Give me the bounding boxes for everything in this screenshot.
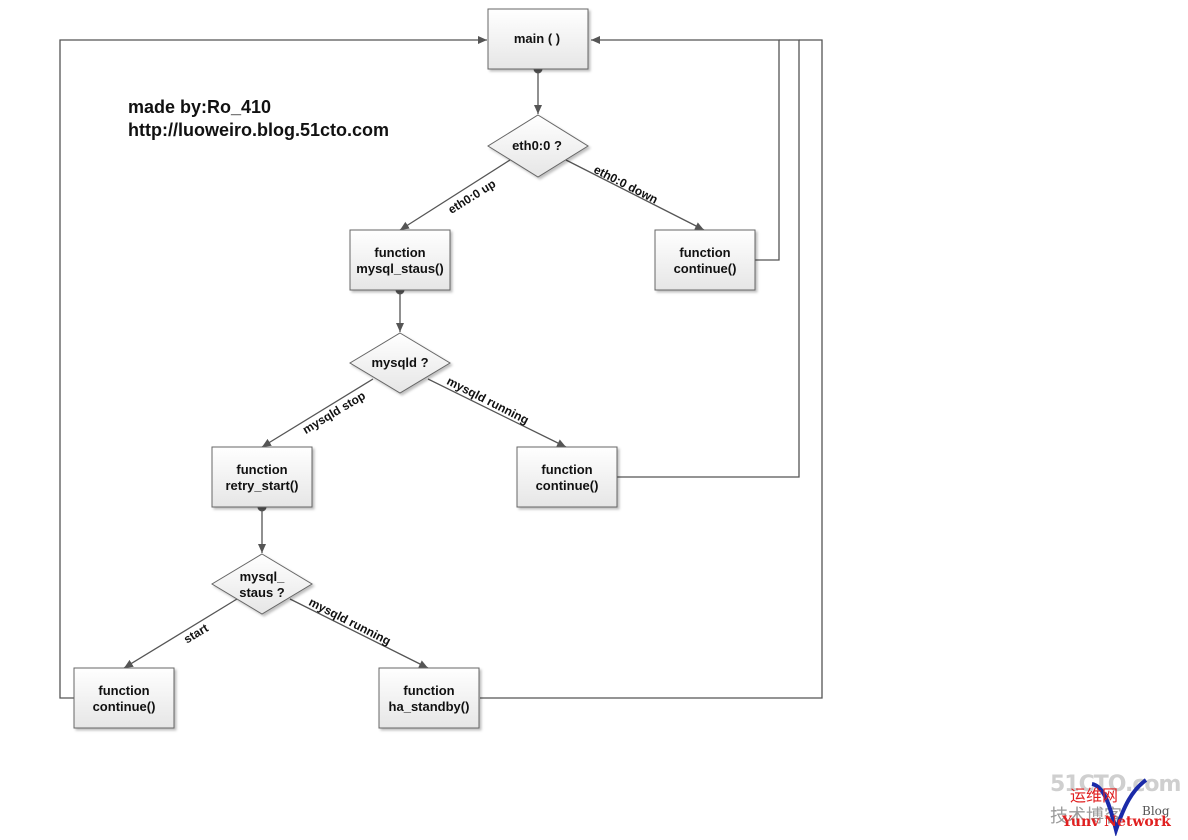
author-url: http://luoweiro.blog.51cto.com (128, 120, 389, 140)
edge-mysqld-running-2 (289, 598, 429, 669)
loop-continue-3-to-main (59, 36, 487, 699)
watermark-blog: Blog (1142, 804, 1170, 818)
label-continue-1-line2: continue() (674, 261, 737, 276)
watermark-network: Yunv Network (1062, 814, 1171, 830)
node-retry-start (211, 446, 313, 508)
label-q-mysqld: mysqld ? (371, 355, 428, 370)
loop-ha-standby-to-main (480, 39, 823, 699)
loop-continue-1-to-main (591, 36, 780, 261)
edge-label-mysqld-stop: mysqld stop (300, 388, 368, 436)
author-made-by: made by:Ro_410 (128, 97, 272, 117)
label-continue-2-line2: continue() (536, 478, 599, 493)
edge-mysqld-running (427, 378, 567, 448)
edge-label-mysqld-running: mysqld running (445, 374, 532, 427)
loop-continue-2-to-main (617, 39, 800, 478)
edge-label-start: start (181, 621, 211, 646)
label-continue-1-line1: function (679, 245, 730, 260)
label-retry-start-line2: retry_start() (226, 478, 299, 493)
watermark-sub: 技术博客 (1050, 806, 1122, 827)
edge-label-mysqld-running-2: mysqld running (307, 595, 394, 648)
node-q-mysql-staus (211, 553, 313, 615)
node-mysql-status (349, 229, 451, 291)
edge-start (123, 598, 238, 669)
node-q-eth (487, 114, 589, 178)
label-main: main ( ) (514, 31, 560, 46)
edge-eth-down (565, 159, 705, 231)
connectors (59, 36, 823, 699)
edge-label-eth-down: eth0:0 down (591, 162, 660, 206)
label-q-mysql-staus-line2: staus ? (239, 585, 285, 600)
node-main (487, 8, 589, 70)
node-continue-2 (516, 446, 618, 508)
watermark-brand: 51CTO.com (1050, 772, 1181, 797)
edge-eth-up (399, 159, 511, 231)
label-ha-standby-line1: function (403, 683, 454, 698)
label-mysql-status-line1: function (374, 245, 425, 260)
author-credit: made by:Ro_410 http://luoweiro.blog.51ct… (128, 96, 389, 142)
node-continue-1 (654, 229, 756, 291)
label-ha-standby-line2: ha_standby() (389, 699, 470, 714)
label-q-mysql-staus-line1: mysql_ (240, 569, 286, 584)
label-continue-3-line1: function (98, 683, 149, 698)
node-q-mysqld (349, 332, 451, 394)
label-retry-start-line1: function (236, 462, 287, 477)
edge-mysqld-stop (261, 378, 374, 448)
node-continue-3 (73, 667, 175, 729)
watermark-v-logo-icon (1091, 778, 1148, 836)
site-watermark: 51CTO.com 技术博客 运维网 Blog Yunv Network (1046, 772, 1181, 836)
watermark-red-text: 运维网 (1070, 786, 1119, 805)
label-mysql-status-line2: mysql_staus() (356, 261, 443, 276)
label-q-eth: eth0:0 ? (512, 138, 562, 153)
label-continue-2-line1: function (541, 462, 592, 477)
label-continue-3-line2: continue() (93, 699, 156, 714)
node-ha-standby (378, 667, 480, 729)
